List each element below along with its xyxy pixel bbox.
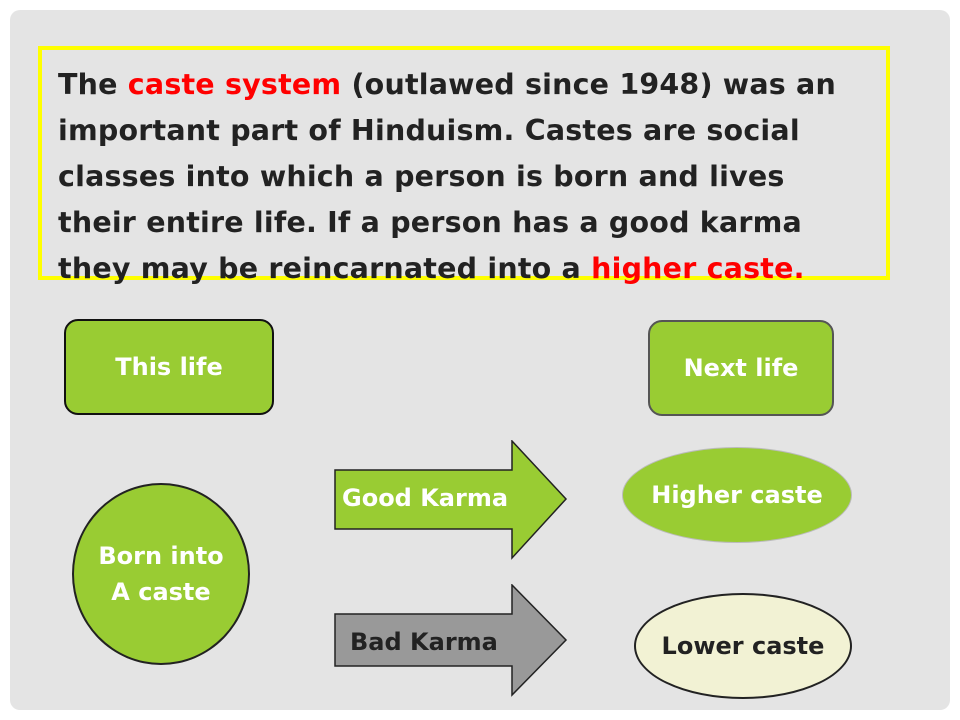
paragraph-text-1: The [58,68,128,101]
born-into-caste-ellipse: Born into A caste [72,483,250,665]
next-life-label: Next life [683,354,799,382]
this-life-box: This life [64,319,274,415]
higher-caste-label: Higher caste [651,481,823,509]
intro-paragraph: The caste system (outlawed since 1948) w… [38,46,890,285]
bad-karma-label: Bad Karma [350,628,498,656]
paragraph-text-3: . [793,252,805,285]
higher-caste-ellipse: Higher caste [622,447,852,543]
paragraph-text-2: (outlawed since 1948) was an important p… [58,68,836,285]
born-label: Born into A caste [98,538,223,610]
higher-caste-highlight: higher caste [591,252,794,285]
bad-karma-arrow: Bad Karma [334,584,574,706]
good-karma-arrow-shape [334,440,568,560]
this-life-label: This life [115,353,223,381]
good-karma-label: Good Karma [342,484,509,512]
next-life-box: Next life [648,320,834,416]
good-karma-arrow: Good Karma [334,440,574,562]
born-line-2: A caste [111,578,211,606]
lower-caste-ellipse: Lower caste [634,593,852,699]
slide: The caste system (outlawed since 1948) w… [10,10,950,710]
lower-caste-label: Lower caste [661,632,825,660]
bad-karma-arrow-shape [334,584,568,697]
born-line-1: Born into [98,542,224,570]
caste-system-highlight: caste system [127,68,342,101]
